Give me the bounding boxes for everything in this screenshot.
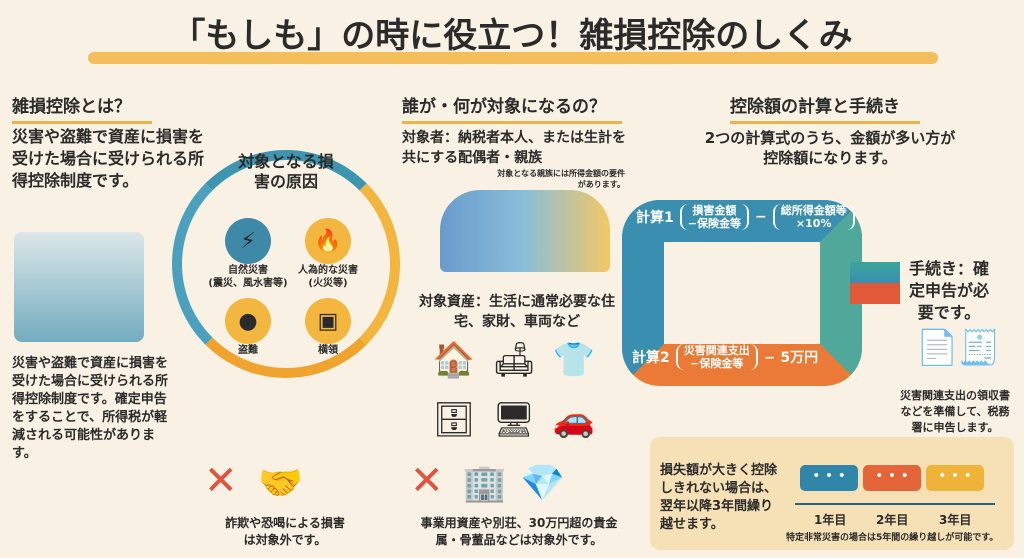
middle-heading: 誰が・何が対象になるの？	[402, 92, 622, 124]
sofa-icon: 🛋	[492, 340, 536, 380]
building-icon: 🏢	[462, 463, 507, 504]
cabinet-icon: 🗄	[432, 400, 476, 440]
causes-grid: ⚡自然災害 (震災、風水害等) 🔥人為的な災害 (火災等) ●盗難 ▣横領	[208, 218, 368, 357]
shirt-icon: 👕	[552, 340, 596, 380]
page-title-overlay: 「もしも」の時に役立つ！雑損控除のしくみ	[171, 16, 853, 56]
family-illustration	[440, 190, 610, 272]
cause-sub: (震災、風水害等)	[208, 278, 288, 289]
document-label: 災害関連支出の領収書などを準備して、税務署に申告します。	[900, 389, 1010, 434]
calc-loop	[622, 200, 862, 386]
total-income: 総所得金額等	[780, 204, 847, 217]
causes-ring	[172, 150, 400, 378]
safe-icon: ▣	[305, 298, 351, 344]
cause-theft: ●盗難	[208, 298, 288, 357]
carryover-box	[650, 437, 1014, 550]
insurance: −保険金等	[687, 217, 741, 230]
year-label: 1年目	[814, 513, 847, 527]
calc2-label: 計算2	[632, 350, 670, 366]
calc1-right: 総所得金額等×10%	[772, 204, 855, 230]
cause-embezzle: ▣横領	[288, 298, 368, 357]
middle-excluded: 事業用資産や別荘、30万円超の貴金属・骨董品などは対象外です。	[420, 516, 618, 547]
left-intro: 災害や盗難で資産に損害を受けた場合に受けられる所得控除制度です。	[12, 127, 205, 190]
year3-bubble: • • •	[926, 465, 984, 491]
damaged-house-illustration	[14, 232, 144, 342]
year-label: 3年目	[939, 513, 972, 527]
title-underline	[88, 52, 938, 64]
relative-note: 対象となる親族には所得金額の要件があります。	[497, 169, 625, 189]
disaster-expense: 災害関連支出	[683, 344, 750, 357]
thief-icon: ●	[225, 298, 271, 344]
calc-intro: 2つの計算式のうち、金額が多い方が控除額になります。	[704, 129, 956, 167]
ten-percent: ×10%	[795, 217, 832, 230]
house-icon: 🏠	[432, 340, 476, 380]
year1-bubble: • • •	[800, 465, 858, 491]
year2-bubble: • • •	[863, 465, 921, 491]
carryover-note: 特定非常災害の場合は5年間の繰り越しが可能です。	[786, 533, 999, 543]
minus: −	[754, 209, 767, 225]
calc2-formula: 計算2 災害関連支出−保険金等 − 5万円	[632, 344, 818, 370]
calc1-left: 損害金額−保険金等	[679, 204, 749, 230]
storm-icon: ⚡	[225, 218, 271, 264]
cause-natural: ⚡自然災害 (震災、風水害等)	[208, 218, 288, 290]
right-heading: 控除額の計算と手続き	[730, 92, 920, 124]
cause-label: 盗難	[238, 345, 258, 356]
minus-50k: − 5万円	[763, 350, 819, 366]
loss-amount: 損害金額	[692, 204, 737, 217]
calc1-formula: 計算1 損害金額−保険金等 − 総所得金額等×10%	[636, 204, 855, 230]
diamond-icon: 💎	[520, 463, 565, 504]
carryover-text: 損失額が大きく控除しきれない場合は、翌年以降3年間繰り越せます。	[660, 463, 778, 532]
desk-icon: 🖥	[492, 400, 536, 440]
loop-connector	[850, 262, 900, 304]
left-body: 災害や盗難で資産に損害を受けた場合に受けられる所得控除制度です。確定申告をするこ…	[12, 356, 169, 461]
left-excluded: 詐欺や恐喝による損害は対象外です。	[225, 516, 345, 547]
target-assets: 対象資産：生活に通常必要な住宅、家財、車両など	[419, 294, 615, 330]
calc1-label: 計算1	[636, 210, 674, 226]
handshake-icon: 🤝	[258, 463, 303, 504]
x-icon: ✕	[410, 458, 444, 504]
year-label: 2年目	[876, 513, 909, 527]
target-person: 対象者：納税者本人、または生計を共にする配偶者・親族	[402, 130, 626, 166]
fire-icon: 🔥	[305, 218, 351, 264]
cause-label: 人為的な災害	[298, 265, 358, 276]
assets-grid: 🏠 🛋 👕 🗄 🖥 🚗	[424, 340, 604, 440]
cause-label: 自然災害	[228, 265, 268, 276]
ring-title: 対象となる損害の原因	[238, 152, 334, 191]
cause-label: 横領	[318, 345, 338, 356]
insurance: −保険金等	[690, 357, 744, 370]
timeline-arrow	[795, 503, 995, 505]
calc2-left: 災害関連支出−保険金等	[675, 344, 758, 370]
procedure-text: 手続き：確定申告が必要です。	[908, 259, 989, 322]
cause-fire: 🔥人為的な災害 (火災等)	[288, 218, 368, 290]
cause-sub: (火災等)	[308, 278, 348, 289]
documents-icon: 📄🧾	[916, 328, 1001, 368]
car-icon: 🚗	[552, 400, 596, 440]
left-heading: 雑損控除とは？	[12, 92, 152, 124]
x-icon: ✕	[204, 458, 238, 504]
